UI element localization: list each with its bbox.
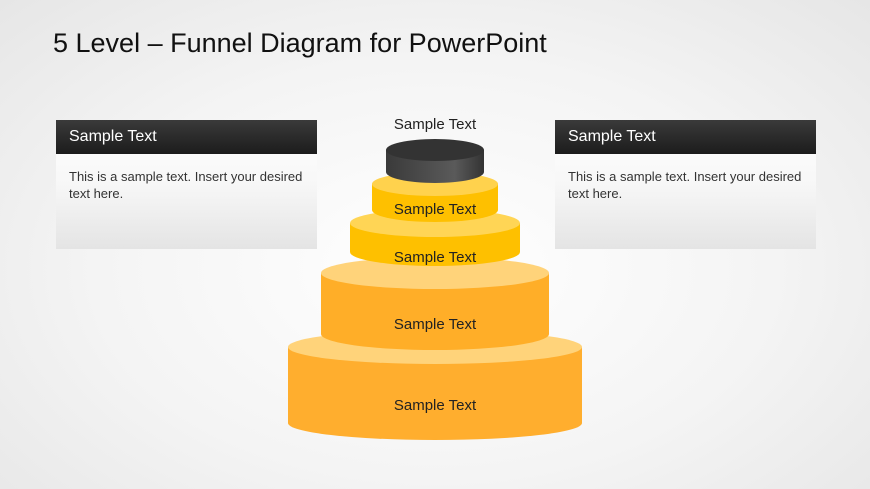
level-label-3: Sample Text (394, 316, 477, 333)
left-text-box: Sample Text This is a sample text. Inser… (56, 120, 317, 249)
slide-title: 5 Level – Funnel Diagram for PowerPoint (53, 28, 547, 58)
tier-top (386, 139, 484, 161)
tier-level-3 (321, 257, 549, 350)
top-label: Sample Text (394, 116, 477, 133)
level-label-4: Sample Text (394, 397, 477, 414)
left-box-heading: Sample Text (56, 120, 317, 154)
right-box-heading: Sample Text (555, 120, 816, 154)
right-box-body: This is a sample text. Insert your desir… (568, 169, 802, 201)
level-label-2: Sample Text (394, 249, 477, 266)
left-box-body: This is a sample text. Insert your desir… (69, 169, 303, 201)
tier-top (321, 257, 549, 289)
tier-cap (386, 139, 484, 183)
tier-side (288, 347, 582, 440)
tier-side (321, 273, 549, 350)
level-label-1: Sample Text (394, 201, 477, 218)
right-text-box: Sample Text This is a sample text. Inser… (555, 120, 816, 249)
